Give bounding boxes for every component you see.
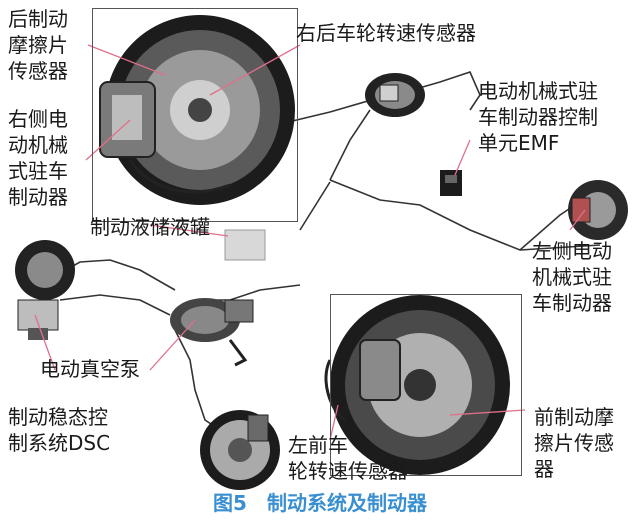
front-pad-sensor-label: 前制动摩 擦片传感 器	[534, 405, 614, 481]
leader-lines	[34, 44, 586, 441]
emf-unit	[440, 170, 462, 196]
rear-right-brake-assembly	[99, 15, 295, 205]
rear-wheel-sensor-label: 右后车轮转速传感器	[296, 21, 476, 45]
brake-booster-assembly	[170, 229, 266, 367]
right-epb-label: 右侧电 动机械 式驻车 制动器	[8, 107, 68, 209]
left-epb-label: 左侧电动 机械式驻 车制动器	[532, 239, 612, 315]
brake-fluid-label: 制动液储液罐	[90, 215, 210, 239]
front-brake-inset-frame	[330, 294, 522, 476]
vacuum-pump-label: 电动真空泵	[40, 357, 140, 381]
dsc-label: 制动稳态控 制系统DSC	[8, 405, 111, 455]
rear-brake-inset-frame	[92, 8, 298, 222]
figure-title: 制动系统及制动器	[266, 491, 427, 515]
front-wheel-sensor-label: 左前车 轮转速传感器	[288, 433, 408, 483]
figure-caption: 图5 制动系统及制动器	[0, 487, 640, 516]
emf-label: 电动机械式驻 车制动器控制 单元EMF	[478, 79, 598, 155]
rear-wheel-sensor-disc	[365, 73, 425, 117]
front-brake-assembly	[324, 295, 510, 475]
dsc-brake-assembly	[15, 240, 75, 340]
figure-number: 图5	[213, 491, 247, 515]
front-left-brake-disc	[200, 410, 280, 490]
rear-pad-sensor-label: 后制动 摩擦片 传感器	[8, 7, 68, 83]
left-epb-assembly	[568, 180, 628, 240]
